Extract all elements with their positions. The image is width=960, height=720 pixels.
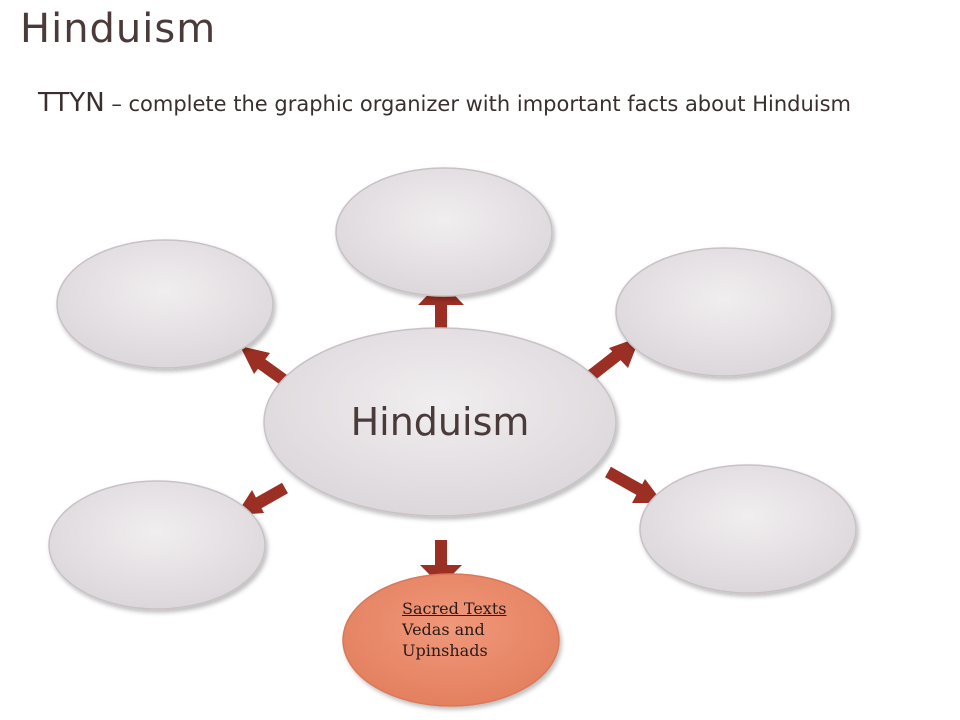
sacred-texts-line-1: Vedas and <box>402 620 485 639</box>
sacred-texts-line-2: Upinshads <box>402 641 488 660</box>
instruction-body: – complete the graphic organizer with im… <box>104 92 852 116</box>
node-top[interactable] <box>335 167 553 297</box>
sacred-texts-label: Sacred Texts Vedas and Upinshads <box>402 598 542 661</box>
instruction-lead: TTYN <box>38 88 105 118</box>
center-node[interactable] <box>263 327 617 517</box>
slide-title: Hinduism <box>20 6 217 52</box>
arrow-upper-left <box>240 346 292 388</box>
center-node-label: Hinduism <box>350 400 530 444</box>
node-upper-left[interactable] <box>56 239 274 369</box>
node-upper-right[interactable] <box>615 247 833 377</box>
node-lower-right[interactable] <box>639 464 857 594</box>
node-sacred-texts[interactable] <box>342 573 560 707</box>
node-lower-left[interactable] <box>48 480 266 610</box>
instruction-text: TTYN – complete the graphic organizer wi… <box>38 88 851 118</box>
sacred-texts-heading: Sacred Texts <box>402 599 507 618</box>
